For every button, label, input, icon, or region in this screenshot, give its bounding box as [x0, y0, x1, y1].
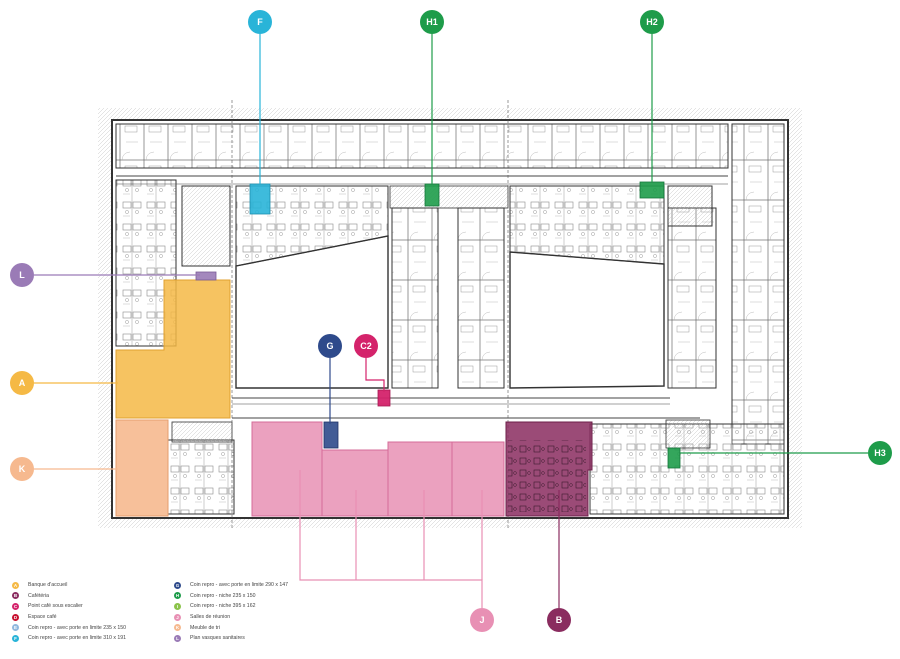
marker-f-label: F	[257, 17, 263, 27]
legend-dot-a: A	[12, 581, 19, 589]
legend-item-f: F Coin repro - avec porte en limite 310 x…	[12, 633, 126, 644]
marker-h1-label: H1	[426, 17, 438, 27]
legend-text-g: Coin repro - avec porte en limite 290 x …	[190, 582, 289, 589]
legend-dot-j: J	[174, 613, 181, 621]
marker-a[interactable]: A	[10, 371, 34, 395]
legend-item-i: I Coin repro - niche 395 x 162	[174, 601, 288, 612]
legend-dot-e: E	[12, 624, 19, 632]
marker-b-label: B	[556, 615, 563, 625]
legend-dot-d: D	[12, 613, 19, 621]
legend-item-j: J Salles de réunion	[174, 612, 288, 623]
legend-dot-b: B	[12, 592, 19, 600]
marker-c2-label: C2	[360, 341, 372, 351]
legend-left: A Banque d'accueil B Cafétéria C Point café…	[12, 580, 126, 644]
legend-text-j: Salles de réunion	[190, 614, 231, 621]
marker-j[interactable]: J	[470, 608, 494, 632]
marker-h2-label: H2	[646, 17, 658, 27]
legend-dot-l: L	[174, 634, 181, 642]
marker-j-label: J	[479, 615, 484, 625]
marker-k-label: K	[19, 464, 26, 474]
marker-g-label: G	[326, 341, 333, 351]
marker-h2[interactable]: H2	[640, 10, 664, 34]
marker-g[interactable]: G	[318, 334, 342, 358]
legend-text-l: Plan vasques sanitaires	[190, 635, 245, 642]
legend-dot-g: G	[174, 581, 181, 589]
legend-dot-h: H	[174, 592, 181, 600]
legend-dot-c: C	[12, 602, 19, 610]
legend-item-k: K Meuble de tri	[174, 622, 288, 633]
marker-h1[interactable]: H1	[420, 10, 444, 34]
legend-item-a: A Banque d'accueil	[12, 580, 126, 591]
legend-item-c: C Point café sous escalier	[12, 601, 126, 612]
marker-k[interactable]: K	[10, 457, 34, 481]
legend-text-k: Meuble de tri	[190, 624, 220, 631]
legend-text-c: Point café sous escalier	[28, 603, 83, 610]
marker-f[interactable]: F	[248, 10, 272, 34]
legend-item-h: H Coin repro - niche 235 x 150	[174, 591, 288, 602]
legend-text-a: Banque d'accueil	[28, 582, 68, 589]
legend-text-b: Cafétéria	[28, 592, 50, 599]
marker-b[interactable]: B	[547, 608, 571, 632]
legend-dot-i: I	[174, 602, 181, 610]
marker-h3-label: H3	[874, 448, 886, 458]
legend-right: G Coin repro - avec porte en limite 290 x…	[174, 580, 288, 644]
legend-text-i: Coin repro - niche 395 x 162	[190, 603, 256, 610]
marker-c2[interactable]: C2	[354, 334, 378, 358]
marker-l[interactable]: L	[10, 263, 34, 287]
legend-text-d: Espace café	[28, 614, 57, 621]
marker-l-label: L	[19, 270, 25, 280]
legend-dot-k: K	[174, 624, 181, 632]
marker-a-label: A	[19, 378, 26, 388]
legend-item-g: G Coin repro - avec porte en limite 290 x…	[174, 580, 288, 591]
legend-item-e: E Coin repro - avec porte en limite 235 x…	[12, 622, 126, 633]
legend-dot-f: F	[12, 634, 19, 642]
legend-item-d: D Espace café	[12, 612, 126, 623]
legend-item-b: B Cafétéria	[12, 591, 126, 602]
legend-text-e: Coin repro - avec porte en limite 235 x …	[28, 624, 127, 631]
legend-item-l: L Plan vasques sanitaires	[174, 633, 288, 644]
legend-text-h: Coin repro - niche 235 x 150	[190, 592, 256, 599]
legend-text-f: Coin repro - avec porte en limite 310 x …	[28, 635, 127, 642]
marker-h3[interactable]: H3	[868, 441, 892, 465]
